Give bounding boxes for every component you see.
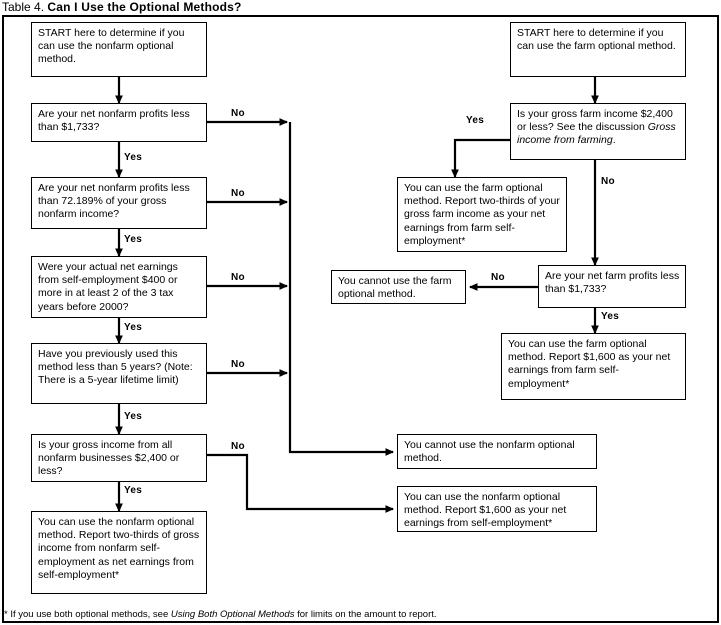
table-heading: Can I Use the Optional Methods? (47, 0, 242, 14)
edge-label-farm-no-2: No (491, 272, 505, 283)
footnote-text-a: * If you use both optional methods, see (4, 609, 171, 620)
nonfarm-result-cannot-use-box: You cannot use the nonfarm optional meth… (397, 434, 597, 469)
farm-start-box: START here to determine if you can use t… (510, 22, 686, 77)
farm-question-1-text-b: . (612, 134, 616, 147)
nonfarm-question-2-box: Are your net nonfarm profits less than 7… (31, 177, 207, 229)
edge-label-farm-no-1: No (601, 176, 615, 187)
footnote-text-b: for limits on the amount to report. (294, 609, 437, 620)
nonfarm-question-1-box: Are your net nonfarm profits less than $… (31, 103, 207, 142)
nonfarm-result-two-thirds-box: You can use the nonfarm optional method.… (31, 511, 207, 594)
footnote-reference: Using Both Optional Methods (170, 609, 295, 620)
nonfarm-question-5-box: Is your gross income from all nonfarm bu… (31, 434, 207, 482)
edge-label-yes-3: Yes (124, 322, 143, 333)
edge-label-farm-yes-1: Yes (466, 115, 485, 126)
edge-label-no-2: No (231, 188, 245, 199)
table-number: Table 4. (2, 0, 45, 14)
page-title: Table 4. Can I Use the Optional Methods? (2, 0, 719, 15)
nonfarm-question-3-box: Were your actual net earnings from self-… (31, 256, 207, 318)
edge-label-farm-yes-2: Yes (601, 311, 620, 322)
edge-label-yes-5: Yes (124, 485, 143, 496)
farm-result-two-thirds-box: You can use the farm optional method. Re… (397, 177, 567, 252)
edge-label-no-3: No (231, 272, 245, 283)
farm-question-1-emphasis: Gross income from farming (517, 121, 676, 147)
edge-label-yes-2: Yes (124, 234, 143, 245)
edge-label-no-5: No (231, 441, 245, 452)
farm-question-1-box: Is your gross farm income $2,400 or less… (510, 103, 686, 160)
nonfarm-question-4-box: Have you previously used this method les… (31, 343, 207, 404)
edge-label-yes-1: Yes (124, 152, 143, 163)
farm-question-1-text-a: Is your gross farm income $2,400 or less… (517, 108, 673, 134)
edge-label-yes-4: Yes (124, 411, 143, 422)
farm-question-2-box: Are your net farm profits less than $1,7… (538, 265, 686, 308)
nonfarm-start-box: START here to determine if you can use t… (31, 22, 207, 77)
footnote: * If you use both optional methods, see … (4, 608, 716, 623)
edge-label-no-4: No (231, 359, 245, 370)
edge-label-no-1: No (231, 108, 245, 119)
farm-result-flat-amount-box: You can use the farm optional method. Re… (501, 333, 686, 400)
nonfarm-result-flat-amount-box: You can use the nonfarm optional method.… (397, 486, 597, 532)
farm-result-cannot-use-box: You cannot use the farm optional method. (331, 270, 466, 304)
